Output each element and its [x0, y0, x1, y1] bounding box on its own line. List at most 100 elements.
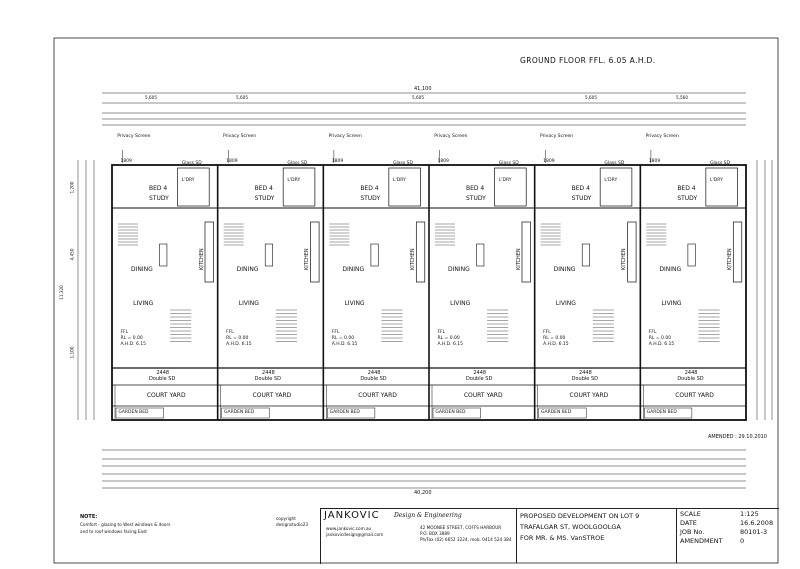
laundry-room	[705, 167, 738, 207]
kitchen-bench	[204, 221, 214, 283]
kitchen-bench	[627, 221, 637, 283]
project-line-2: TRAFALGAR ST, WOOLGOOLGA	[520, 523, 621, 531]
firm-po-box: P.O. BOX 3889	[420, 531, 450, 536]
label-privacy-screen: Privacy Screen	[434, 134, 468, 139]
label-door-2448: 2448	[156, 370, 170, 376]
footer-divider-1	[516, 508, 517, 563]
left-dim-3: 1,100	[69, 346, 75, 359]
label-ffl: FFL	[437, 330, 446, 335]
label-glass-sd: Glass SD	[498, 161, 519, 166]
label-double-sd: Double SD	[254, 376, 281, 382]
kitchen-island	[581, 243, 590, 267]
copyright-line-2: designstudio23	[276, 522, 309, 527]
label-laundry: L'DRY	[287, 178, 301, 183]
label-ffl: FFL	[120, 330, 129, 335]
kitchen-island	[687, 243, 696, 267]
label-ahd: A.H.D. 6.15	[648, 342, 675, 347]
label-living: LIVING	[555, 300, 576, 307]
label-window-1809: 1809	[648, 159, 661, 164]
label-laundry: L'DRY	[604, 178, 618, 183]
label-garden-bed: GARDEN BED	[224, 410, 255, 415]
laundry-room	[494, 167, 527, 207]
label-laundry: L'DRY	[393, 178, 406, 183]
label-bed: BED 4	[148, 185, 168, 192]
label-rl: RL = 0.00	[331, 336, 355, 341]
kitchen-island	[370, 243, 379, 267]
label-door-2448: 2448	[262, 370, 275, 376]
kitchen-island	[159, 243, 168, 267]
note-heading: NOTE:	[80, 514, 98, 520]
note-line-1: Comfort - glazing to West windows & door…	[80, 522, 171, 527]
footer-divider-2	[676, 508, 677, 563]
top-unit-width-4: 5,605	[585, 95, 597, 100]
label-bed: BED 4	[465, 185, 485, 192]
label-dining: DINING	[553, 266, 576, 273]
footer-box	[320, 508, 779, 564]
kitchen-island	[264, 243, 273, 267]
label-laundry: L'DRY	[181, 178, 195, 183]
label-court-yard: COURT YARD	[146, 392, 186, 399]
label-double-sd: Double SD	[677, 376, 704, 382]
project-line-1: PROPOSED DEVELOPMENT ON LOT 9	[520, 512, 640, 520]
label-court-yard: COURT YARD	[569, 392, 609, 399]
label-dining: DINING	[236, 266, 259, 273]
firm-phone: Ph/Fax (02) 6652 3224, mob. 0414 524 384	[420, 537, 512, 542]
label-kitchen: KITCHEN	[621, 248, 628, 270]
label-court-yard: COURT YARD	[252, 392, 292, 399]
top-unit-width-1: 5,605	[145, 95, 157, 100]
label-study: STUDY	[148, 195, 169, 202]
label-double-sd: Double SD	[465, 376, 493, 382]
title-block-job-value: 80101-3	[740, 528, 768, 536]
label-kitchen: KITCHEN	[409, 248, 416, 270]
units-layer	[112, 150, 746, 420]
label-privacy-screen: Privacy Screen	[222, 134, 257, 139]
kitchen-bench	[310, 221, 320, 283]
note-line-2: and to roof windows facing East	[80, 529, 147, 534]
sheet-border	[53, 37, 779, 564]
label-dining: DINING	[342, 266, 365, 273]
label-living: LIVING	[238, 300, 259, 307]
kitchen-bench	[732, 221, 743, 283]
garden-bed	[432, 407, 481, 419]
left-dimensions	[77, 160, 95, 420]
label-bed: BED 4	[254, 185, 273, 192]
label-living: LIVING	[450, 300, 471, 307]
label-glass-sd: Glass SD	[710, 161, 730, 166]
bottom-dimensions	[102, 449, 746, 489]
left-dim-1: 1,200	[69, 181, 75, 194]
label-window-1809: 1809	[120, 159, 132, 164]
label-study: STUDY	[360, 195, 381, 202]
label-kitchen: KITCHEN	[515, 248, 522, 270]
title-block-amendment-value: 0	[740, 537, 745, 545]
label-garden-bed: GARDEN BED	[646, 410, 677, 415]
label-double-sd: Double SD	[360, 376, 387, 382]
label-garden-bed: GARDEN BED	[329, 410, 360, 415]
firm-name: JANKOVIC	[324, 510, 380, 521]
label-kitchen: KITCHEN	[304, 248, 311, 270]
title-block-job-label: JOB No.	[680, 528, 705, 536]
right-dimensions	[756, 160, 773, 420]
label-study: STUDY	[677, 195, 698, 202]
label-ahd: A.H.D. 6.15	[226, 342, 252, 347]
label-ffl: FFL	[648, 330, 657, 335]
amended-note: AMENDED : 29.10.2010	[708, 434, 767, 440]
label-door-2448: 2448	[579, 370, 592, 376]
label-court-yard: COURT YARD	[358, 392, 397, 399]
title-block-date-label: DATE	[680, 519, 697, 527]
label-living: LIVING	[661, 300, 682, 307]
label-living: LIVING	[344, 300, 365, 307]
label-study: STUDY	[254, 195, 275, 202]
label-glass-sd: Glass SD	[393, 161, 413, 166]
label-laundry: L'DRY	[710, 178, 723, 183]
label-ahd: A.H.D. 6.15	[331, 342, 358, 347]
label-garden-bed: GARDEN BED	[435, 410, 466, 415]
firm-address: 42 MOONEE STREET, COFFS HARBOUR	[420, 525, 502, 530]
drawing-title: GROUND FLOOR FFL. 6.05 A.H.D.	[520, 56, 656, 65]
label-door-2448: 2448	[684, 370, 698, 376]
label-study: STUDY	[571, 195, 592, 202]
label-bed: BED 4	[677, 185, 696, 192]
garden-bed	[115, 407, 164, 419]
side-total: 11,320	[58, 285, 64, 300]
label-bed: BED 4	[571, 185, 590, 192]
